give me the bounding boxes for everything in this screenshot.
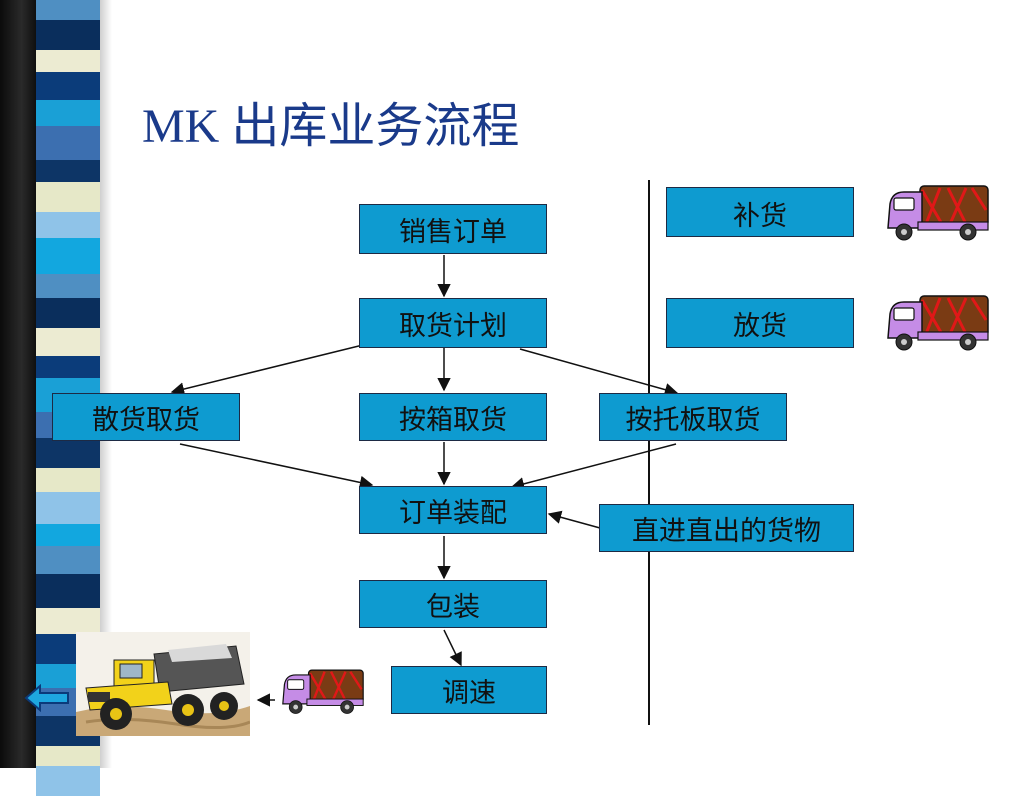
box-replenish: 补货 — [666, 187, 854, 237]
stripe-band — [36, 0, 100, 20]
stripe-band — [36, 574, 100, 608]
stripe-band — [36, 356, 100, 378]
stripe-band — [36, 72, 100, 100]
box-putaway: 放货 — [666, 298, 854, 348]
arrow-pallet-to-assembly — [510, 443, 677, 491]
arrow-crossdock-to-assembly — [547, 510, 601, 529]
box-cross-dock: 直进直出的货物 — [599, 504, 854, 552]
stripe-band — [36, 298, 100, 328]
stripe-band — [36, 212, 100, 238]
stripe-band — [36, 274, 100, 298]
truck-icon — [887, 295, 989, 351]
box-pallet-pick: 按托板取货 — [599, 393, 787, 441]
stripe-band — [36, 766, 100, 796]
stripe-band — [36, 438, 100, 468]
stripe-band — [36, 238, 100, 274]
stripe-band — [36, 546, 100, 574]
flow-arrows — [170, 255, 679, 707]
stripe-band — [36, 328, 100, 356]
box-bulk-pick: 散货取货 — [52, 393, 240, 441]
box-case-pick: 按箱取货 — [359, 393, 547, 441]
truck-icon — [887, 185, 989, 241]
stripe-band — [36, 160, 100, 182]
slide-title: MK 出库业务流程 — [142, 100, 520, 153]
box-packing: 包装 — [359, 580, 547, 628]
stripe-band — [36, 126, 100, 160]
stripe-band — [36, 20, 100, 50]
stripe-band — [36, 746, 100, 766]
stripe-band — [36, 492, 100, 524]
stripe-band — [36, 608, 100, 634]
arrow-plan-to-bulk — [170, 341, 376, 396]
dump-truck-photo — [76, 632, 250, 736]
stripe-band — [36, 468, 100, 492]
stripe-shadow — [100, 0, 112, 768]
box-dispatch: 调速 — [391, 666, 547, 714]
truck-icon — [282, 669, 364, 714]
arrow-plan-to-pallet — [519, 348, 679, 397]
stripe-band — [36, 182, 100, 212]
box-pick-plan: 取货计划 — [359, 298, 547, 348]
stripe-band — [36, 524, 100, 546]
box-sales-order: 销售订单 — [359, 204, 547, 254]
back-arrow-icon[interactable] — [24, 684, 70, 712]
box-order-assembly: 订单装配 — [359, 486, 547, 534]
arrow-bulk-to-assembly — [179, 443, 374, 490]
stripe-dark-edge — [0, 0, 36, 768]
vertical-divider — [648, 180, 650, 725]
stripe-band — [36, 100, 100, 126]
stripe-band — [36, 50, 100, 72]
arrow-packing-to-dispatch — [443, 629, 462, 667]
